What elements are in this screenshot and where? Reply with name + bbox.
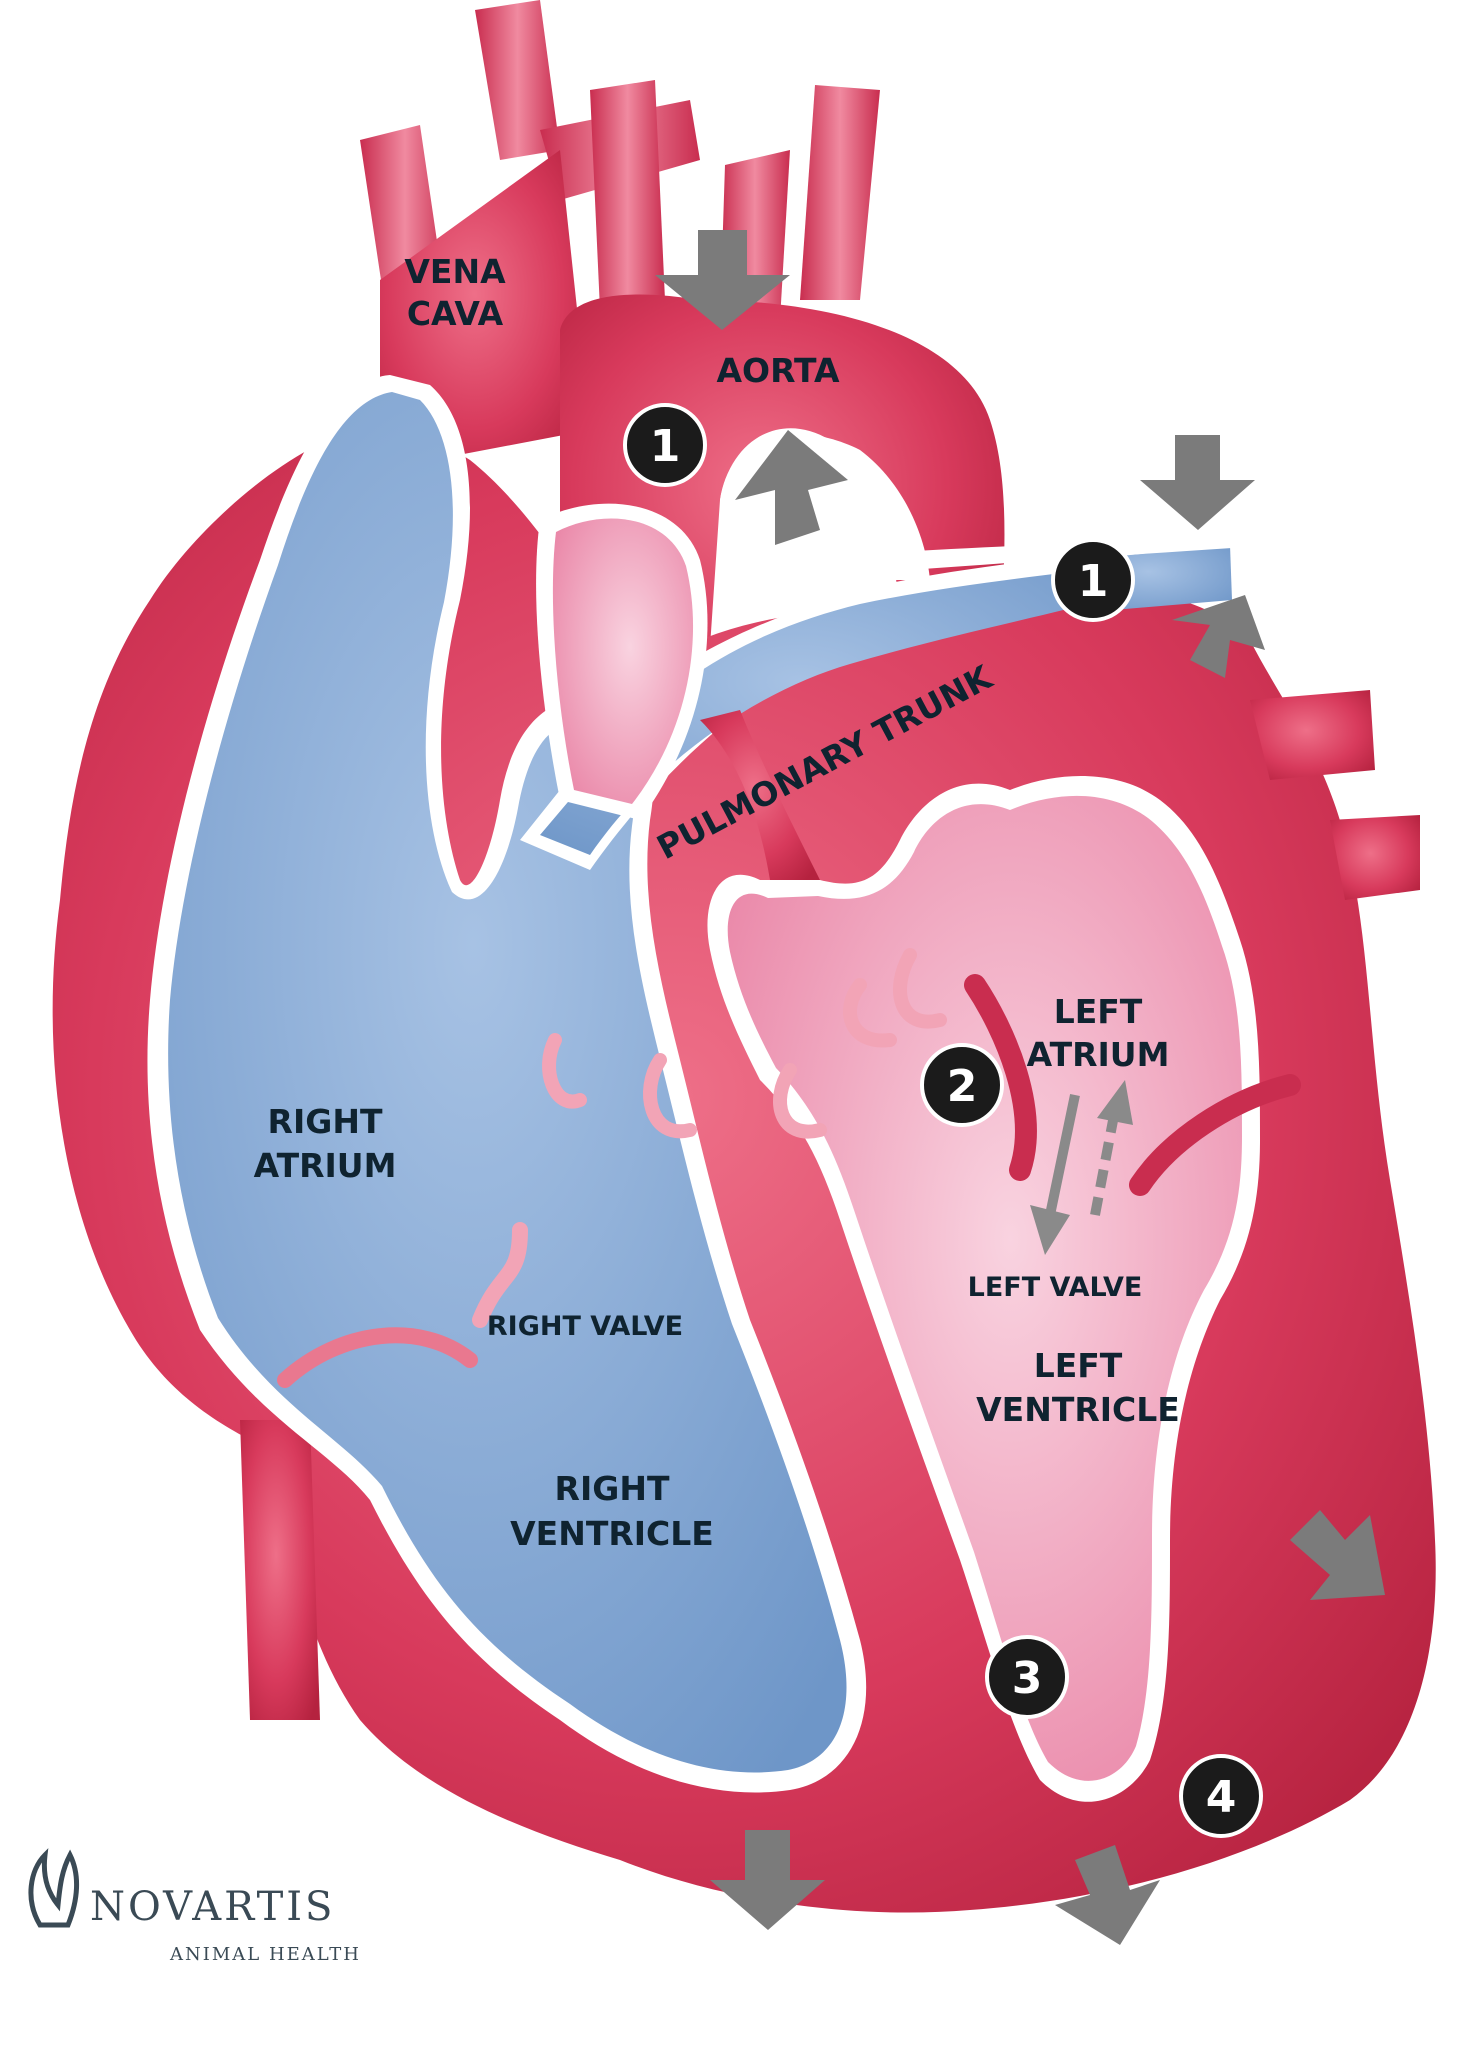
arrow-right (1290, 1510, 1385, 1600)
badge-aorta: 1 (623, 403, 707, 487)
label-left-ventricle-2: VENTRICLE (976, 1390, 1180, 1429)
aorta-branch-3 (800, 85, 880, 300)
arrow-pulm-down (1140, 435, 1255, 530)
left-atrium-ventricle (727, 795, 1242, 1781)
curl-3 (773, 1063, 827, 1139)
inferior-vena-cava (240, 1420, 320, 1720)
badge-apex-number: 3 (1012, 1653, 1043, 1704)
left-valve-leaflet-1 (964, 974, 1037, 1181)
label-right-valve: RIGHT VALVE (487, 1311, 683, 1342)
number-badges: 1 1 2 3 4 (623, 403, 1263, 1838)
curl-4 (843, 978, 897, 1048)
arrow-aorta-up (735, 430, 848, 545)
label-right-ventricle-2: VENTRICLE (510, 1514, 714, 1553)
valve-curls (277, 948, 1301, 1388)
novartis-logo: NOVARTIS ANIMAL HEALTH (28, 1848, 361, 1965)
aorta-branch-1 (590, 80, 665, 310)
badge-apex: 3 (985, 1635, 1069, 1719)
badge-left-atrium-number: 2 (947, 1061, 978, 1112)
label-left-atrium-2: ATRIUM (1027, 1035, 1170, 1074)
label-right-ventricle-1: RIGHT (555, 1469, 670, 1508)
curl-1 (542, 1033, 587, 1109)
label-left-valve: LEFT VALVE (968, 1272, 1143, 1303)
right-valve-leaflet-2 (277, 1327, 478, 1388)
curl-5 (893, 948, 947, 1029)
arrow-bottom-left (710, 1830, 825, 1930)
arrow-bottom-right (1055, 1845, 1160, 1945)
badge-wall-number: 4 (1206, 1772, 1237, 1823)
flow-down-head (1030, 1205, 1070, 1255)
right-atrium-ventricle (168, 392, 847, 1773)
valve-flow-arrows (1030, 1080, 1133, 1255)
vena-cava-branch-top (475, 0, 560, 160)
right-valve-leaflet-1 (472, 1222, 528, 1328)
label-right-atrium-1: RIGHT (268, 1102, 383, 1141)
arrow-aorta-down (655, 230, 790, 330)
label-left-atrium-1: LEFT (1054, 992, 1143, 1031)
aortic-root (552, 518, 694, 804)
label-aorta: AORTA (716, 351, 839, 390)
badge-pulmonary: 1 (1051, 538, 1135, 622)
direction-arrows (655, 230, 1385, 1945)
novartis-flame-icon (28, 1848, 80, 1928)
septum (700, 710, 820, 880)
logo-subtitle: ANIMAL HEALTH (169, 1944, 361, 1965)
flow-up-head (1097, 1080, 1133, 1125)
arrow-pulm-up (1172, 595, 1265, 678)
label-left-ventricle-1: LEFT (1034, 1346, 1123, 1385)
badge-aorta-number: 1 (650, 421, 681, 472)
pulmonary-upper-vessel (780, 535, 1232, 580)
flow-up-line (1090, 1109, 1120, 1216)
flow-down-line (1045, 1093, 1080, 1217)
logo-name: NOVARTIS (90, 1884, 335, 1930)
pulmonary-vein-stub-1 (1250, 690, 1375, 780)
badge-left-atrium: 2 (920, 1043, 1004, 1127)
pulmonary-vein-stub-2 (1330, 815, 1420, 900)
badge-wall: 4 (1179, 1754, 1263, 1838)
label-vena-cava-1: VENA (404, 252, 506, 291)
curl-2 (643, 1053, 697, 1139)
left-valve-leaflet-2 (1129, 1074, 1301, 1196)
label-vena-cava-2: CAVA (407, 294, 504, 333)
badge-pulmonary-number: 1 (1078, 556, 1109, 607)
label-right-atrium-2: ATRIUM (254, 1146, 397, 1185)
